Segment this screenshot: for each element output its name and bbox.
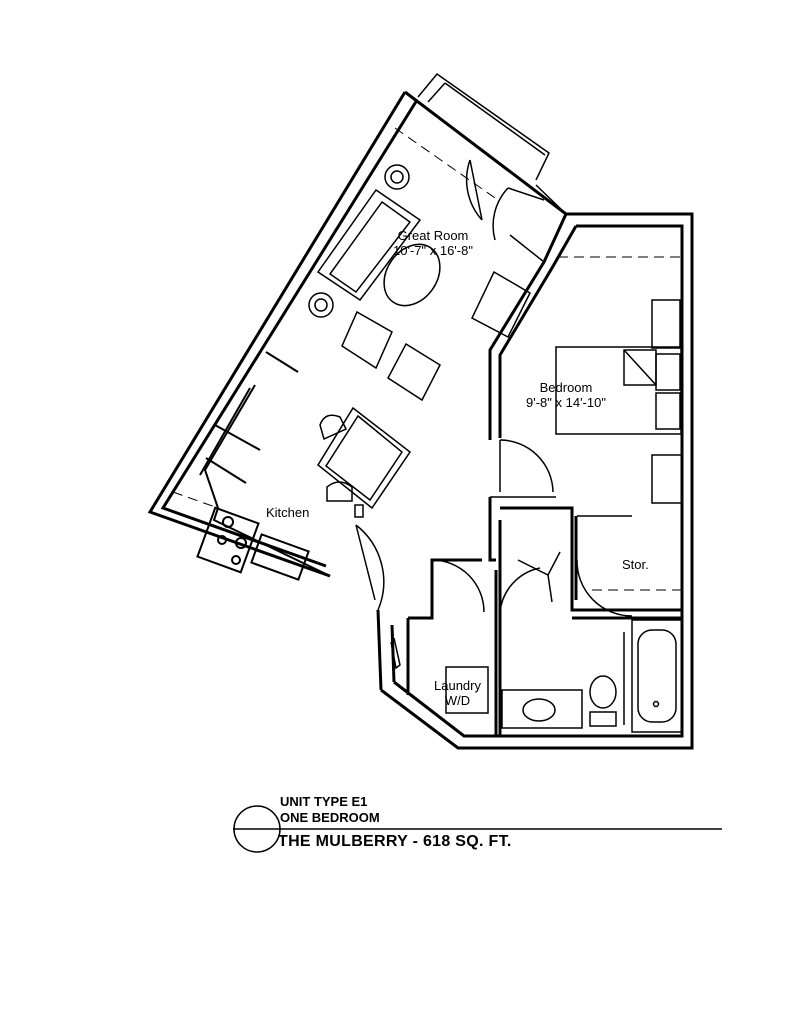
great-room-furniture [308,164,531,402]
bedroom-label: Bedroom 9'-8" x 14'-10" [526,380,606,410]
entry-door [355,524,401,670]
bedroom-name: Bedroom [539,380,593,395]
bath-walls [406,497,682,736]
unit-type-text: UNIT TYPE E1 [280,794,368,809]
kitchen-name: Kitchen [266,505,310,520]
laundry-label: Laundry W/D [434,678,481,708]
kitchen-label: Kitchen [266,505,309,520]
laundry-name: Laundry [434,678,481,693]
laundry-appliance: W/D [444,693,471,708]
great-room-dims: 10'-7" x 16'-8" [393,243,473,258]
balcony-doors [465,159,567,264]
bed [555,299,683,504]
building-area-text: THE MULBERRY - 618 SQ. FT. [278,833,512,850]
storage-label: Stor. [622,557,649,572]
bedroom-count-text: ONE BEDROOM [280,810,380,825]
dining-table [317,406,412,518]
bedroom-dims: 9'-8" x 14'-10" [526,395,606,410]
storage-name: Stor. [622,557,649,572]
great-room-name: Great Room [397,228,469,243]
great-room-label: Great Room 10'-7" x 16'-8" [393,228,473,258]
dashed-lines [172,127,682,591]
balcony [417,72,550,181]
exterior-walls [147,90,694,750]
bedroom-door [490,439,556,498]
kitchen-walls [196,351,331,581]
title-block-graphics [233,805,722,853]
bath-fixtures [431,515,683,733]
